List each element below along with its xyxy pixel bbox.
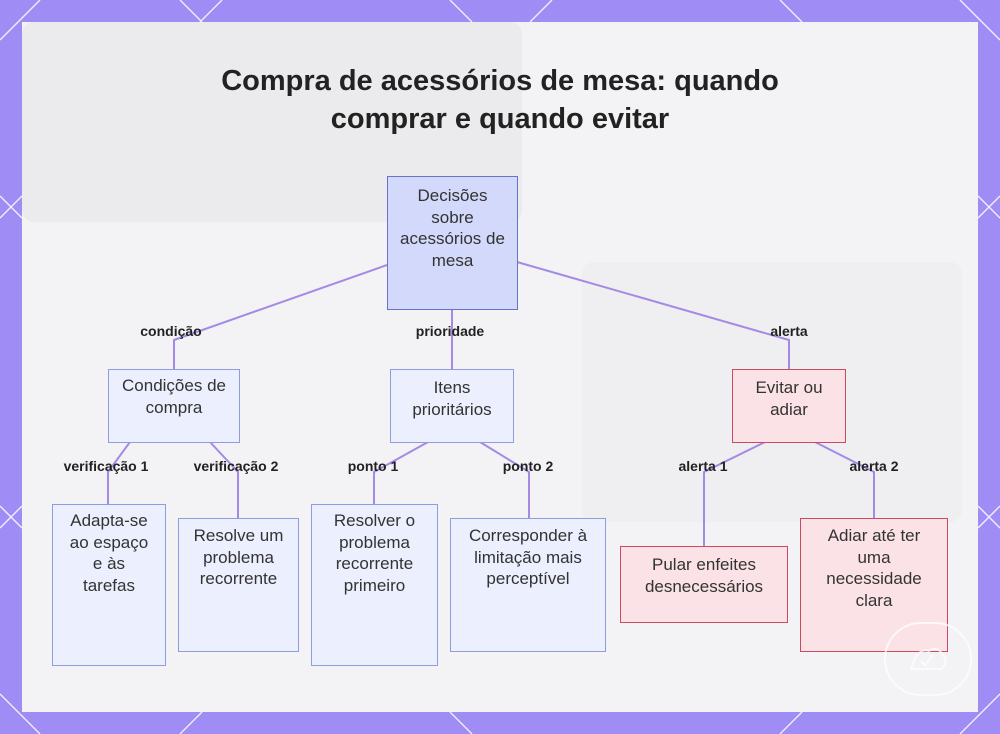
edge-label-point-2: ponto 2 [503,458,554,474]
node-defer-until-need-label: Adiar até ter uma necessidade clara [826,526,921,610]
node-skip-embellishments: Pular enfeites desnecessários [620,546,788,623]
edge-label-point-1: ponto 1 [348,458,399,474]
node-priority-items: Itens prioritários [390,369,514,443]
node-avoid-or-defer: Evitar ou adiar [732,369,846,443]
node-skip-embellishments-label: Pular enfeites desnecessários [645,555,763,596]
node-priority-items-label: Itens prioritários [412,378,491,419]
node-adapts-to-space: Adapta-se ao espaço e às tarefas [52,504,166,666]
node-decisions-root: Decisões sobre acessórios de mesa [387,176,518,310]
edge-conditions-resolve [210,442,238,518]
edge-label-priority: prioridade [416,323,484,339]
edge-root-avoid [517,262,789,370]
node-resolves-recurring-problem: Resolve um problema recorrente [178,518,299,652]
edge-avoid-defer [815,442,874,518]
node-purchase-conditions-label: Condições de compra [122,376,226,417]
edge-label-alert: alerta [770,323,807,339]
node-resolve-problem-first-label: Resolver o problema recorrente primeiro [334,511,415,595]
node-match-limitation-label: Corresponder à limitação mais perceptíve… [469,526,587,588]
edge-label-alert-2: alerta 2 [849,458,898,474]
node-decisions-root-label: Decisões sobre acessórios de mesa [400,186,505,270]
node-avoid-or-defer-label: Evitar ou adiar [755,378,822,419]
edge-label-alert-1: alerta 1 [678,458,727,474]
edge-label-condition: condição [140,323,201,339]
node-adapts-to-space-label: Adapta-se ao espaço e às tarefas [70,511,148,595]
node-purchase-conditions: Condições de compra [108,369,240,443]
edge-label-check-1: verificação 1 [64,458,149,474]
node-resolve-problem-first: Resolver o problema recorrente primeiro [311,504,438,666]
watermark-badge-icon [884,622,972,696]
edge-label-check-2: verificação 2 [194,458,279,474]
edge-priority-match-limit [480,442,529,518]
node-match-limitation: Corresponder à limitação mais perceptíve… [450,518,606,652]
node-resolves-recurring-problem-label: Resolve um problema recorrente [194,526,284,588]
edge-root-conditions [174,265,387,370]
